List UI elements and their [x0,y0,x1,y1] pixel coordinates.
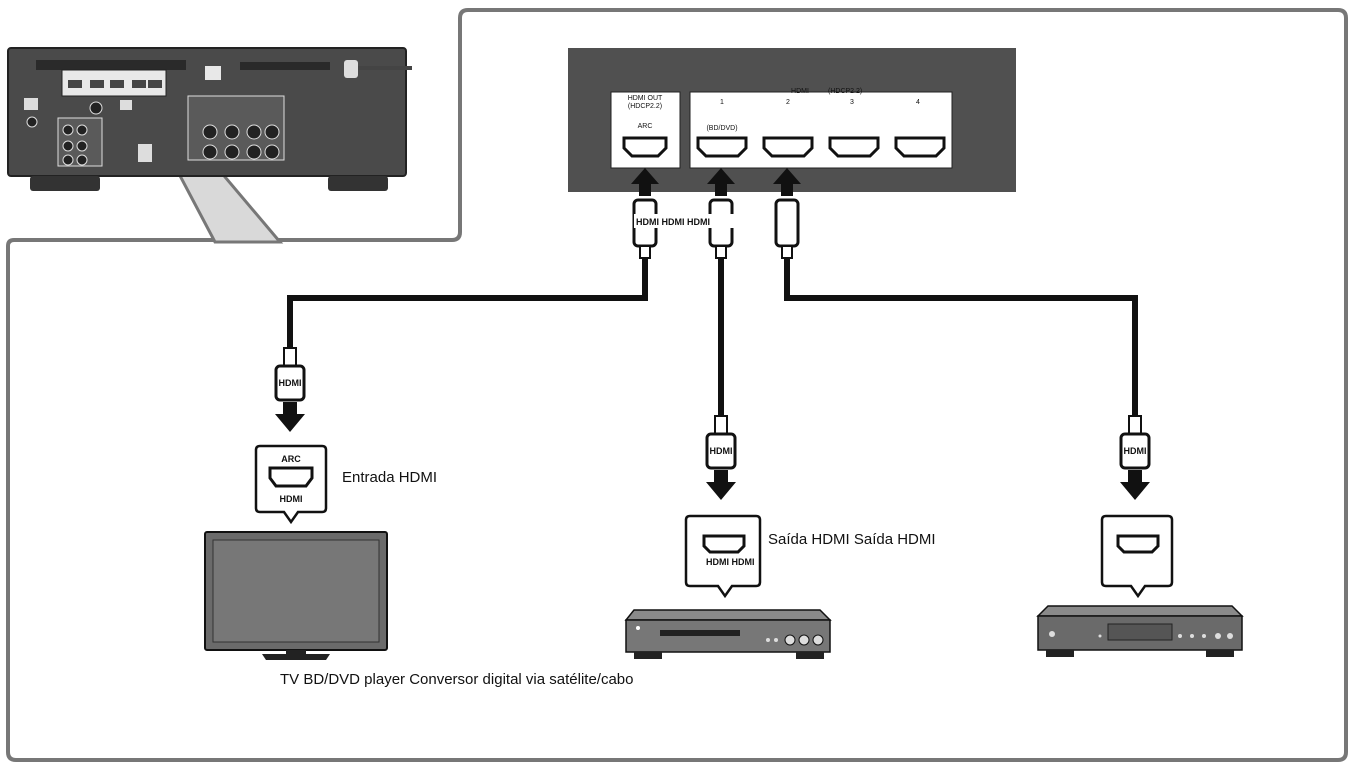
down-arrow-sat [1120,470,1150,500]
tv-hdmi-label: HDMI [280,494,303,504]
bd-plug-label: HDMI [710,446,733,456]
footer-caption: TV BD/DVD player Conversor digital via s… [280,671,633,688]
port-number-2: 2 [786,99,790,106]
tv-plug: HDMI [274,347,306,432]
hdmi-out-sub: (HDCP2.2) [628,103,662,110]
port-1-sub: (BD/DVD) [706,125,737,132]
cable-sat [784,258,1138,418]
bd-plug: HDMI [705,415,737,500]
hdmi-in-port-2 [762,136,814,158]
tv-caption: Entrada HDMI [342,469,437,486]
plug-in2 [774,198,800,248]
hdmi-in-port-3 [828,136,880,158]
hdmi-in-sub: (HDCP2.2) [828,88,862,95]
tv-device [204,531,388,660]
hdmi-in-port-4 [894,136,946,158]
bd-hdmi-label: HDMI HDMI [706,557,755,567]
up-arrow-out [631,168,659,196]
receiver-panel: HDMI OUT (HDCP2.2) ARC HDMI (HDCP2.2) 1 … [568,48,1016,192]
receiver-thumbnail [7,47,412,191]
up-arrow-in1 [707,168,735,196]
sat-plug: HDMI [1119,415,1151,500]
up-arrow-in2 [773,168,801,196]
arc-label: ARC [638,123,653,130]
sat-plug-label: HDMI [1124,446,1147,456]
port-number-3: 3 [850,99,854,106]
tv-plug-label: HDMI [279,378,302,388]
sat-port-callout [1100,514,1174,599]
tv-arc-label: ARC [281,454,301,464]
bd-caption: Saída HDMI Saída HDMI [768,531,936,548]
down-arrow-bd [706,470,736,500]
hdmi-out-port [622,136,668,158]
top-plugs: HDMI HDMI HDMI [632,198,800,259]
bd-player-device [624,609,832,659]
port-number-1: 1 [720,99,724,106]
up-arrows [631,168,801,196]
tv-hdmi-port-icon [268,466,314,488]
cable-tv [287,258,648,350]
sat-box-device [1036,605,1244,657]
hdmi-out-label: HDMI OUT [628,95,663,102]
cables [287,258,1138,418]
port-number-4: 4 [916,99,920,106]
tv-port-callout: ARC HDMI [254,444,328,525]
sat-hdmi-port-icon [1116,534,1160,554]
bd-hdmi-port-icon [702,534,746,554]
hdmi-in-label: HDMI [791,88,809,95]
bd-port-callout: HDMI HDMI [684,514,762,599]
down-arrow-tv [275,402,305,432]
top-cable-labels: HDMI HDMI HDMI [636,217,710,227]
hdmi-in-port-1 [696,136,748,158]
